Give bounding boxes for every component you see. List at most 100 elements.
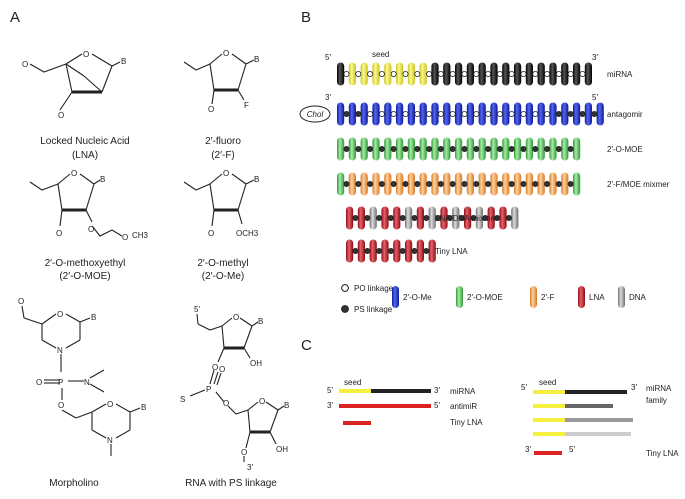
nucleotide: [396, 137, 404, 161]
ps-linkage: [355, 111, 362, 118]
oligo-row-labels: miRNA antagomir 2′-O-MOE 2′-F/MOE mixmer…: [435, 70, 670, 256]
c-right-mirna4-seed: [533, 432, 565, 436]
nucleotide: [561, 137, 569, 161]
ps-linkage: [414, 145, 421, 152]
nucleotide: [384, 172, 392, 196]
c-right-mirna3-body: [565, 418, 633, 422]
nucleotide: [337, 62, 345, 86]
nucleotide: [561, 172, 569, 196]
moe-name: 2′-O-methoxyethyl: [45, 258, 126, 269]
ps-linkage-icon: [341, 305, 349, 313]
po-linkage: [402, 71, 409, 78]
ps-linkage: [402, 145, 409, 152]
po-linkage: [367, 111, 374, 118]
nucleotide: [490, 62, 498, 86]
nucleotide: [464, 206, 472, 230]
nucleotide: [514, 62, 522, 86]
c-left-mirna-label: miRNA: [450, 387, 476, 396]
nucleotide: [499, 206, 507, 230]
c-left-5prime: 5′: [327, 386, 333, 395]
morph-top-o: O: [18, 297, 24, 306]
nucleotide: [487, 206, 495, 230]
b-antagomir-3prime: 3′: [325, 93, 331, 102]
nucleotide: [419, 102, 427, 126]
c-left-tiny-label: Tiny LNA: [450, 418, 483, 427]
nucleotide: [372, 102, 380, 126]
ps-linkage: [485, 145, 492, 152]
c-left-tiny-bar: [343, 421, 371, 425]
chem-swatch: [578, 286, 585, 308]
lna-methoxy-o: O: [22, 60, 28, 69]
ps-3prime: 3′: [247, 463, 253, 472]
ome-base: B: [254, 175, 259, 184]
po-linkage: [437, 111, 444, 118]
po-linkage: [367, 71, 374, 78]
ps-linkage: [364, 247, 371, 254]
nucleotide: [525, 137, 533, 161]
ome-name: 2′-O-methyl: [197, 258, 248, 269]
fluoro-abbr: (2′-F): [211, 150, 235, 161]
ps-linkage: [376, 214, 383, 221]
ps-linkage: [508, 145, 515, 152]
nucleotide: [428, 239, 436, 263]
nucleotide: [396, 172, 404, 196]
ps-ring-o: O: [233, 313, 239, 322]
ome-abbr: (2′-O-Me): [202, 271, 244, 282]
c-right-mirna2-seed: [533, 404, 565, 408]
nucleotide: [348, 62, 356, 86]
po-linkage: [355, 71, 362, 78]
row-label-moe: 2′-O-MOE: [607, 145, 643, 154]
po-linkage: [449, 111, 456, 118]
c-right-tiny-label: Tiny LNA: [646, 449, 679, 458]
ps-linkage: [367, 180, 374, 187]
morph-ring2-o: O: [107, 400, 113, 409]
chem-label: DNA: [629, 293, 647, 302]
nucleotide: [466, 102, 474, 126]
fluoro-ring-o: O: [223, 49, 229, 58]
morph-link-o: O: [58, 401, 64, 410]
chem-legend-item: 2′-O-Me: [392, 286, 432, 308]
chem-swatch: [618, 286, 625, 308]
ps-3-o-2: O: [241, 448, 247, 457]
moe-ether-o: O: [122, 233, 128, 242]
po-linkage: [544, 111, 551, 118]
ps-linkage: [555, 145, 562, 152]
ps-linkage: [343, 180, 350, 187]
c-right-tiny-bar: [534, 451, 562, 455]
nucleotide: [466, 172, 474, 196]
c-right-tiny-5prime: 5′: [569, 445, 575, 454]
ps-linkage: [343, 111, 350, 118]
po-linkage: [544, 71, 551, 78]
nucleotide: [443, 62, 451, 86]
morph-n2: N: [84, 378, 90, 387]
po-linkage: [414, 71, 421, 78]
ps-linkage: [390, 180, 397, 187]
po-linkage: [496, 71, 503, 78]
ps-linkage: [496, 180, 503, 187]
ps-linkage: [437, 180, 444, 187]
fluoro-f: F: [244, 101, 249, 110]
nucleotide: [455, 172, 463, 196]
c-right-mirna1-seed: [533, 390, 565, 394]
nucleotide: [502, 172, 510, 196]
moe-base: B: [100, 175, 105, 184]
c-right-family-line1: miRNA: [646, 384, 672, 393]
ps-oh-1: OH: [250, 359, 262, 368]
nucleotide: [490, 137, 498, 161]
po-linkage: [485, 71, 492, 78]
nucleotide: [525, 102, 533, 126]
nucleotide: [337, 172, 345, 196]
nucleotide: [396, 62, 404, 86]
nucleotide: [443, 137, 451, 161]
nucleotide: [455, 102, 463, 126]
nucleotide: [514, 137, 522, 161]
nucleotide: [369, 206, 377, 230]
morph-double-o: O: [36, 378, 42, 387]
chem-legend-item: 2′-O-MOE: [456, 286, 503, 308]
row-label-antagomir: antagomir: [607, 110, 643, 119]
ps-linkage: [352, 214, 359, 221]
morph-n3: N: [107, 436, 113, 445]
po-linkage: [343, 71, 350, 78]
c-right-family-line2: family: [646, 396, 667, 405]
ps-linkage: [567, 180, 574, 187]
